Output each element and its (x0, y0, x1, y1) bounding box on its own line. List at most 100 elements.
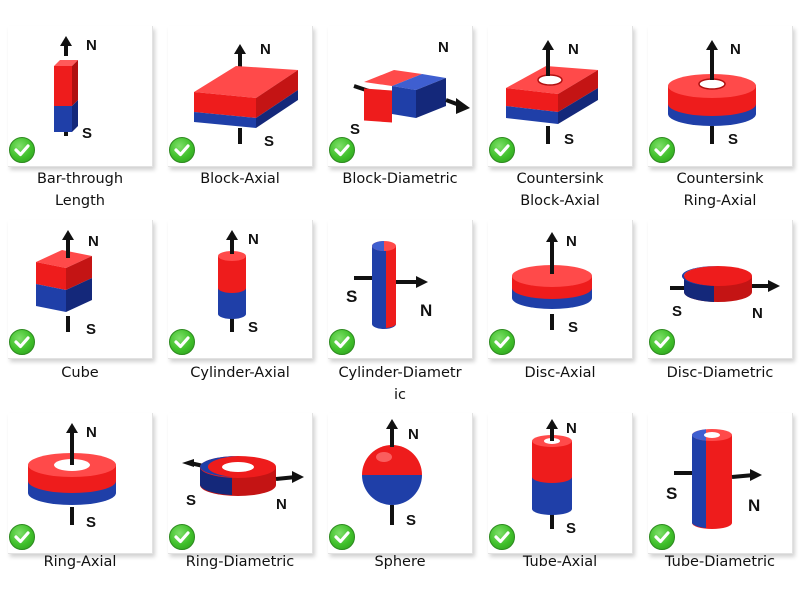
item-block-axial[interactable]: N S Block-Axial (160, 0, 320, 200)
south-label: S (566, 520, 576, 537)
south-label: S (86, 321, 96, 338)
thumbnail[interactable]: S N (168, 413, 313, 554)
item-label: Tube-Diametric (665, 554, 775, 570)
item-label: Disc-Axial (524, 365, 596, 381)
item-disc-diametric[interactable]: S N Disc-Diametric (640, 200, 800, 395)
green-checkmark-icon (489, 137, 515, 163)
north-label: N (420, 301, 432, 320)
item-label: Block-Axial (200, 171, 280, 187)
north-label: N (568, 41, 579, 58)
green-checkmark-icon (329, 329, 355, 355)
north-label: N (566, 420, 577, 437)
item-ring-axial[interactable]: N S Ring-Axial (0, 395, 160, 600)
south-label: S (728, 131, 738, 148)
item-label: Block-Diametric (342, 171, 458, 187)
item-cylinder-axial[interactable]: N S Cylinder-Axial (160, 200, 320, 395)
south-label: S (568, 319, 578, 336)
item-label: Ring-Axial (43, 554, 117, 570)
south-label: S (350, 121, 360, 138)
north-label: N (748, 496, 760, 515)
north-label: N (752, 305, 763, 322)
ring-axial-magnet-icon: N S (28, 423, 116, 531)
south-label: S (406, 512, 416, 529)
thumbnail[interactable]: N S (328, 26, 473, 167)
item-ring-diametric[interactable]: S N Ring-Diametric (160, 395, 320, 600)
cylinder-axial-magnet-icon: N S (218, 230, 259, 336)
north-label: N (86, 37, 97, 54)
thumbnail[interactable]: S N (648, 413, 793, 554)
thumbnail[interactable]: N S (8, 220, 153, 359)
bar-magnet-icon: N S (54, 36, 97, 142)
item-cube[interactable]: N S Cube (0, 200, 160, 395)
thumbnail[interactable]: S N (328, 220, 473, 359)
north-label: N (260, 41, 271, 58)
item-label: Ring-Diametric (185, 554, 295, 570)
north-label: N (248, 231, 259, 248)
south-label: S (346, 287, 357, 306)
north-label: N (276, 496, 287, 513)
disc-diametric-magnet-icon: S N (670, 265, 780, 322)
south-label: S (264, 133, 274, 150)
tube-axial-magnet-icon: N S (532, 419, 577, 537)
item-tube-axial[interactable]: N S Tube-Axial (480, 395, 640, 600)
cube-magnet-icon: N S (36, 230, 99, 338)
green-checkmark-icon (169, 329, 195, 355)
north-label: N (408, 426, 419, 443)
green-checkmark-icon (649, 137, 675, 163)
south-label: S (248, 319, 258, 336)
green-checkmark-icon (9, 329, 35, 355)
countersink-ring-magnet-icon: N S (668, 40, 756, 148)
north-label: N (566, 233, 577, 250)
block-axial-magnet-icon: N S (194, 41, 298, 150)
thumbnail[interactable]: N S (488, 220, 633, 359)
thumbnail[interactable]: N S (168, 26, 313, 167)
thumbnail[interactable]: N S (488, 413, 633, 554)
south-label: S (666, 484, 677, 503)
green-checkmark-icon (489, 329, 515, 355)
north-label: N (86, 424, 97, 441)
green-checkmark-icon (9, 137, 35, 163)
green-checkmark-icon (9, 524, 35, 550)
green-checkmark-icon (329, 524, 355, 550)
thumbnail[interactable]: N S (8, 413, 153, 554)
north-label: N (438, 39, 449, 56)
disc-axial-magnet-icon: N S (512, 232, 592, 336)
south-label: S (564, 131, 574, 148)
item-label: Cube (61, 365, 99, 381)
thumbnail[interactable]: N S (328, 413, 473, 554)
item-block-diametric[interactable]: N S Block-Diametric (320, 0, 480, 200)
green-checkmark-icon (169, 524, 195, 550)
green-checkmark-icon (329, 137, 355, 163)
south-label: S (672, 303, 682, 320)
sphere-magnet-icon: N S (362, 419, 422, 529)
item-label: Disc-Diametric (666, 365, 774, 381)
green-checkmark-icon (649, 524, 675, 550)
thumbnail[interactable]: N S (168, 220, 313, 359)
tube-diametric-magnet-icon: S N (666, 429, 762, 529)
thumbnail[interactable]: N S (648, 26, 793, 167)
thumbnail[interactable]: N S (488, 26, 633, 167)
green-checkmark-icon (649, 329, 675, 355)
item-tube-diametric[interactable]: S N Tube-Diametric (640, 395, 800, 600)
south-label: S (82, 125, 92, 142)
countersink-block-magnet-icon: N S (506, 40, 598, 148)
thumbnail[interactable]: S N (648, 220, 793, 359)
ring-diametric-magnet-icon: S N (182, 456, 304, 513)
north-label: N (88, 233, 99, 250)
item-disc-axial[interactable]: N S Disc-Axial (480, 200, 640, 395)
item-label: Tube-Axial (522, 554, 598, 570)
south-label: S (186, 492, 196, 509)
thumbnail[interactable]: N S (8, 26, 153, 167)
block-diametric-magnet-icon: N S (350, 39, 470, 138)
south-label: S (86, 514, 96, 531)
item-sphere[interactable]: N S Sphere (320, 395, 480, 600)
